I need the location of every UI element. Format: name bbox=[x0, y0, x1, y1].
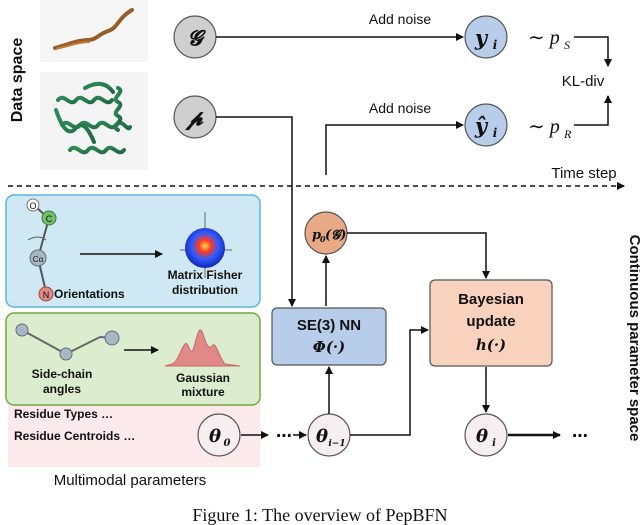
dist-ps: ∼ p S bbox=[528, 27, 570, 52]
svg-text:i−1: i−1 bbox=[328, 439, 345, 449]
add-noise-arrow-bottom bbox=[325, 121, 464, 175]
svg-text:i: i bbox=[492, 438, 496, 449]
continuous-space-label: Continuous parameter space bbox=[626, 235, 640, 442]
svg-text:θ: θ bbox=[316, 426, 328, 447]
svg-text:(𝓖): (𝓖) bbox=[325, 228, 346, 243]
peptide-ribbon-image bbox=[40, 0, 148, 62]
svg-text:C: C bbox=[46, 214, 53, 224]
arrow-p-to-se3 bbox=[216, 116, 296, 307]
kl-arrow-from-ps bbox=[574, 36, 612, 67]
svg-text:S: S bbox=[564, 38, 570, 52]
dist-pr: ∼ p R bbox=[528, 116, 572, 141]
svg-text:𝓖: 𝓖 bbox=[188, 25, 207, 50]
svg-text:SE(3) NN: SE(3) NN bbox=[297, 317, 361, 334]
svg-text:i: i bbox=[493, 38, 498, 52]
figure-caption: Figure 1: The overview of PepBFN bbox=[192, 505, 447, 525]
svg-text:Φ(·): Φ(·) bbox=[313, 338, 345, 356]
svg-text:Orientations: Orientations bbox=[54, 287, 125, 301]
svg-text:Matrix Fisher: Matrix Fisher bbox=[168, 268, 243, 282]
residue-types-label: Residue Types … bbox=[14, 407, 113, 421]
svg-text:0: 0 bbox=[224, 438, 231, 449]
kl-div-label: KL-div bbox=[562, 73, 605, 90]
time-step-label: Time step bbox=[551, 165, 616, 182]
chain-dots-left: ⋯ bbox=[276, 428, 292, 445]
protein-structure-image bbox=[40, 72, 148, 170]
svg-text:distribution: distribution bbox=[172, 283, 238, 297]
svg-text:angles: angles bbox=[43, 382, 81, 396]
node-p0: p 0 (𝓖) bbox=[304, 211, 348, 255]
bayesian-update-box: Bayesian update h(·) bbox=[429, 279, 553, 367]
svg-text:θ: θ bbox=[209, 426, 221, 447]
svg-text:p: p bbox=[312, 228, 321, 243]
se3-nn-box: SE(3) NN Φ(·) bbox=[271, 307, 387, 366]
svg-text:Side-chain: Side-chain bbox=[32, 367, 93, 381]
svg-text:∼ p: ∼ p bbox=[528, 116, 560, 138]
multimodal-label: Multimodal parameters bbox=[54, 472, 207, 489]
node-g: 𝓖 bbox=[173, 15, 217, 59]
data-space-label: Data space bbox=[9, 38, 26, 123]
add-noise-label-top: Add noise bbox=[369, 11, 431, 27]
svg-text:0: 0 bbox=[320, 234, 326, 244]
chain-dots-right: ⋯ bbox=[572, 428, 588, 445]
svg-text:h(·): h(·) bbox=[476, 336, 506, 354]
svg-text:mixture: mixture bbox=[181, 385, 225, 399]
arrow-theta-to-bayes bbox=[350, 326, 429, 436]
node-theta-prev: θ i−1 bbox=[307, 413, 351, 457]
svg-text:O: O bbox=[29, 201, 36, 211]
svg-text:Bayesian: Bayesian bbox=[458, 291, 524, 308]
svg-text:i: i bbox=[493, 126, 498, 140]
node-y: y i bbox=[464, 15, 508, 59]
residue-centroids-label: Residue Centroids … bbox=[14, 429, 135, 443]
node-p: 𝓹 bbox=[173, 95, 217, 139]
node-theta-i: θ i bbox=[464, 413, 508, 457]
svg-text:𝓹: 𝓹 bbox=[184, 105, 204, 131]
svg-text:∼ p: ∼ p bbox=[528, 27, 560, 49]
node-theta-0: θ 0 bbox=[197, 413, 241, 457]
svg-text:Cα: Cα bbox=[33, 255, 44, 264]
kl-arrow-from-pr bbox=[574, 95, 612, 126]
svg-text:R: R bbox=[563, 127, 572, 141]
svg-text:N: N bbox=[43, 290, 50, 300]
svg-text:update: update bbox=[466, 313, 515, 330]
add-noise-label-bottom: Add noise bbox=[369, 100, 431, 116]
arrow-p0-to-bayes bbox=[347, 232, 490, 279]
sidechain-panel: Side-chain angles Gaussian mixture bbox=[5, 312, 261, 406]
svg-text:Gaussian: Gaussian bbox=[176, 371, 230, 385]
orientation-panel: O C Cα N Orientations Matrix Fisher dist… bbox=[5, 194, 261, 308]
node-y-hat: ŷ i bbox=[464, 103, 508, 147]
svg-text:y: y bbox=[474, 25, 489, 50]
svg-text:θ: θ bbox=[476, 426, 488, 447]
svg-text:ŷ: ŷ bbox=[474, 113, 489, 138]
